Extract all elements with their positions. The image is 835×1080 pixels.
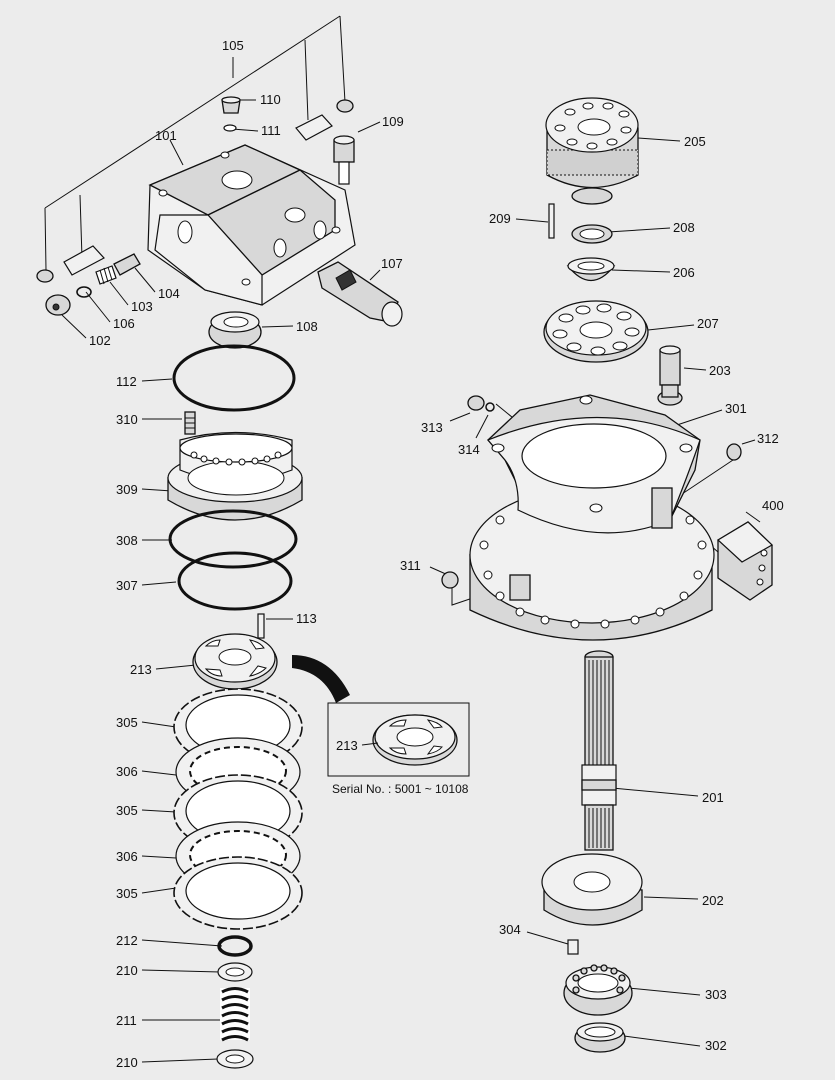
part-109-bolt — [333, 135, 355, 185]
label-308: 308 — [116, 533, 138, 548]
label-112: 112 — [116, 374, 137, 389]
part-302-ring — [574, 1022, 626, 1053]
part-209-pin — [548, 203, 555, 239]
part-400-valve — [717, 521, 773, 601]
bearing-rollers — [572, 964, 626, 994]
serial-number-caption: Serial No. : 5001 ~ 10108 — [332, 782, 469, 796]
part-202-swash-plate — [541, 853, 643, 926]
part-304-pin — [567, 939, 579, 955]
part-201-drive-shaft — [581, 650, 617, 851]
part-212-snap-ring — [217, 935, 253, 957]
label-313: 313 — [421, 420, 443, 435]
retainer-holes — [552, 303, 640, 356]
inset-pointer-arrow — [292, 655, 350, 703]
label-304: 304 — [499, 922, 521, 937]
part-210-washer-upper — [217, 962, 253, 982]
part-110-plug — [221, 96, 241, 114]
label-201: 201 — [702, 790, 724, 805]
label-107: 107 — [381, 256, 403, 271]
part-309-piston — [167, 431, 303, 521]
part-108-bearing — [208, 311, 262, 349]
part-112-oring — [172, 344, 296, 412]
part-105-sleeve-lower — [36, 245, 105, 283]
label-210-b: 210 — [116, 1055, 138, 1070]
piston-holes — [190, 451, 282, 466]
label-311: 311 — [400, 558, 421, 573]
part-211-spring — [220, 987, 250, 1042]
part-308-oring — [168, 509, 298, 569]
part-107-relief-valve — [317, 261, 403, 327]
part-207-retainer-plate — [543, 300, 649, 363]
part-305-plate-3 — [173, 856, 303, 930]
label-400: 400 — [762, 498, 784, 513]
label-213: 213 — [130, 662, 152, 677]
part-102-plug — [45, 294, 71, 316]
label-203: 203 — [709, 363, 731, 378]
label-111: 111 — [261, 123, 281, 138]
part-301-housing — [469, 394, 715, 641]
label-106: 106 — [113, 316, 135, 331]
leader-lines — [44, 15, 761, 1063]
part-311-plug — [441, 571, 459, 589]
label-307: 307 — [116, 578, 138, 593]
label-306-b: 306 — [116, 849, 138, 864]
label-210-a: 210 — [116, 963, 138, 978]
label-312: 312 — [757, 431, 779, 446]
part-208-ring — [571, 224, 613, 244]
label-207: 207 — [697, 316, 719, 331]
label-310: 310 — [116, 412, 138, 427]
part-number-labels: 105 110 111 109 101 107 104 103 106 102 … — [89, 38, 784, 1070]
label-108: 108 — [296, 319, 318, 334]
label-212: 212 — [116, 933, 138, 948]
label-105: 105 — [222, 38, 244, 53]
label-206: 206 — [673, 265, 695, 280]
part-103-spring — [95, 265, 117, 285]
label-209: 209 — [489, 211, 511, 226]
label-205: 205 — [684, 134, 706, 149]
label-103: 103 — [131, 299, 153, 314]
label-113: 113 — [296, 611, 317, 626]
part-310-pin — [184, 411, 196, 435]
part-313-plug — [467, 395, 485, 411]
part-203-piston — [657, 345, 683, 406]
label-102: 102 — [89, 333, 111, 348]
part-312-plug — [726, 443, 742, 461]
flange-bolt-holes — [479, 515, 707, 629]
part-104-plug — [113, 253, 141, 276]
label-104: 104 — [158, 286, 180, 301]
label-101: 101 — [155, 128, 177, 143]
serial-inset: 213 — [327, 702, 470, 777]
label-305-a: 305 — [116, 715, 138, 730]
part-111-oring — [223, 124, 237, 132]
label-302: 302 — [705, 1038, 727, 1053]
cylinder-bores — [554, 102, 632, 150]
label-202: 202 — [702, 893, 724, 908]
part-307-oring — [177, 551, 293, 611]
part-213-valve-plate — [192, 633, 278, 690]
part-113-pin — [257, 613, 265, 639]
part-105-sleeve-upper — [295, 99, 354, 141]
part-210-washer-lower — [216, 1049, 254, 1069]
label-306-a: 306 — [116, 764, 138, 779]
label-303: 303 — [705, 987, 727, 1002]
part-106-oring — [76, 286, 92, 298]
part-205-cylinder-block — [545, 97, 639, 205]
label-211: 211 — [116, 1013, 137, 1028]
part-206-bushing — [566, 257, 616, 281]
label-305-c: 305 — [116, 886, 138, 901]
part-101-valve-block — [147, 144, 356, 306]
label-309: 309 — [116, 482, 138, 497]
label-110: 110 — [260, 92, 281, 107]
label-305-b: 305 — [116, 803, 138, 818]
part-303-roller-bearing — [563, 964, 633, 1016]
label-109: 109 — [382, 114, 404, 129]
inset-label-213: 213 — [336, 738, 358, 753]
label-301: 301 — [725, 401, 747, 416]
part-314-oring — [485, 402, 495, 412]
label-208: 208 — [673, 220, 695, 235]
label-314: 314 — [458, 442, 480, 457]
